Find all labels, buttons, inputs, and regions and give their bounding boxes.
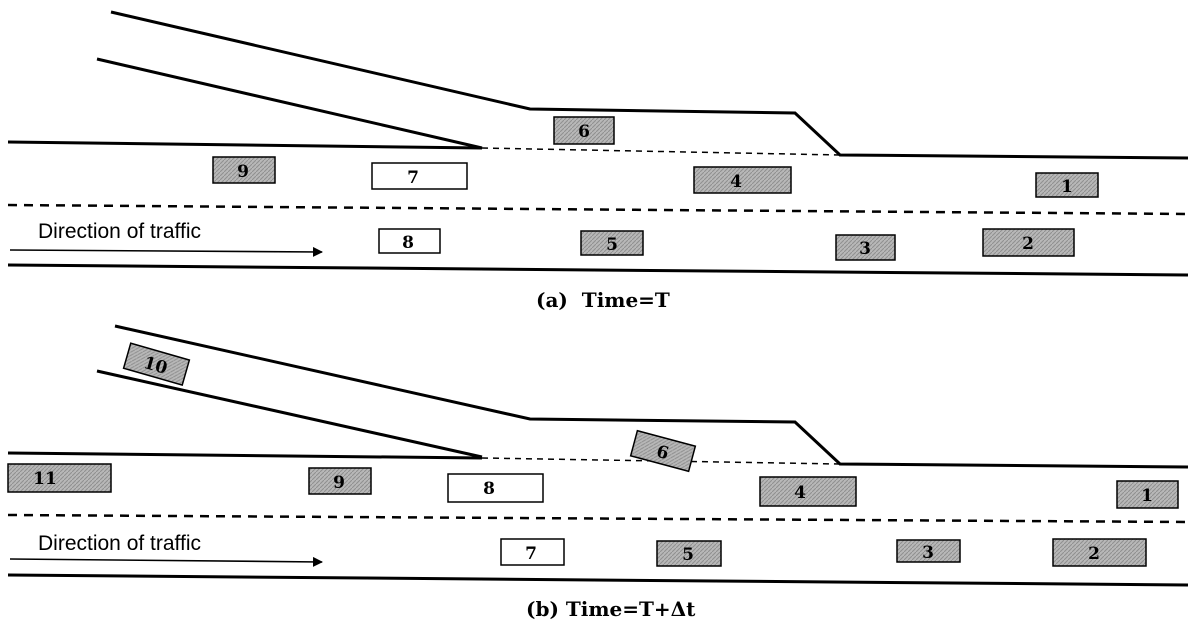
panel-a: Direction of traffic 1 2 3 4 5 6: [7, 10, 1189, 312]
vehicle-6: 6: [629, 429, 697, 473]
vehicle-2: 2: [982, 228, 1075, 257]
ramp-upper-edge: [110, 10, 1189, 160]
direction-label: Direction of traffic: [38, 220, 201, 243]
direction-arrow-icon: [9, 246, 323, 257]
vehicle-3: 3: [835, 234, 896, 261]
ramp-lower-edge: [96, 369, 483, 459]
vehicle-9: 9: [308, 467, 372, 495]
mainline-upper-edge: [7, 451, 483, 460]
ramp-lower-edge: [96, 57, 483, 150]
vehicle-5: 5: [580, 230, 644, 256]
merge-boundary: [481, 147, 841, 156]
vehicle-1: 1: [1035, 172, 1099, 198]
svg-text:1: 1: [1141, 486, 1153, 506]
vehicle-1: 1: [1116, 480, 1179, 509]
ramp-upper-edge: [114, 324, 1189, 469]
svg-text:2: 2: [1088, 544, 1100, 564]
svg-text:4: 4: [794, 483, 806, 503]
svg-text:1: 1: [1061, 177, 1073, 197]
vehicle-8: 8: [447, 473, 544, 503]
panel-b: Direction of traffic 1 2 3 4 5 6 7: [7, 324, 1189, 621]
svg-text:5: 5: [606, 235, 618, 255]
svg-text:9: 9: [237, 162, 249, 182]
svg-text:3: 3: [922, 543, 934, 563]
svg-text:6: 6: [578, 122, 590, 142]
vehicle-9: 9: [212, 156, 276, 184]
lane-divider: [7, 513, 1189, 524]
lane-divider: [7, 203, 1189, 216]
direction-arrow-icon: [9, 556, 323, 567]
svg-text:2: 2: [1022, 234, 1034, 254]
panel-b-caption: (b) Time=T+Δt: [526, 597, 696, 621]
vehicle-6: 6: [553, 116, 615, 145]
vehicle-7: 7: [500, 538, 565, 566]
mainline-upper-edge: [7, 140, 483, 150]
svg-text:5: 5: [682, 545, 694, 565]
vehicle-3: 3: [896, 539, 961, 563]
mainline-bottom-edge: [7, 573, 1189, 587]
vehicle-4: 4: [693, 166, 792, 194]
svg-text:8: 8: [402, 233, 414, 253]
vehicle-11: 11: [7, 463, 112, 493]
vehicle-5: 5: [656, 540, 722, 567]
svg-text:7: 7: [407, 168, 419, 188]
svg-text:11: 11: [33, 469, 57, 489]
direction-label: Direction of traffic: [38, 532, 201, 555]
svg-text:7: 7: [525, 544, 537, 564]
svg-text:8: 8: [483, 479, 495, 499]
svg-text:6: 6: [654, 442, 671, 464]
vehicle-8: 8: [378, 228, 441, 254]
svg-text:3: 3: [859, 239, 871, 259]
vehicle-7: 7: [371, 162, 468, 190]
panel-a-caption: (a) Time=T: [536, 288, 670, 312]
svg-text:4: 4: [730, 172, 742, 192]
vehicle-10: 10: [122, 342, 191, 386]
mainline-bottom-edge: [7, 263, 1189, 277]
vehicle-4: 4: [759, 476, 857, 507]
vehicle-2: 2: [1052, 538, 1147, 567]
svg-text:9: 9: [333, 473, 345, 493]
